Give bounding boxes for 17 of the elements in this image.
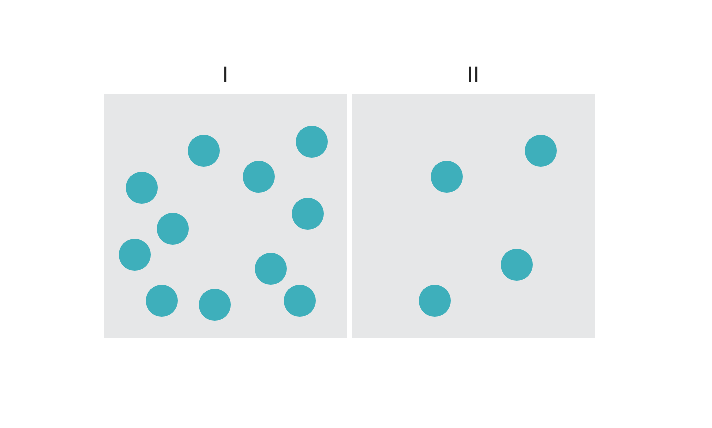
- particle-circle: [525, 135, 557, 167]
- particle-circle: [255, 253, 287, 285]
- particle-circle: [188, 135, 220, 167]
- particle-circle: [243, 161, 275, 193]
- panel-heading: II: [466, 62, 481, 88]
- particle-circle: [431, 161, 463, 193]
- particle-circle: [296, 126, 328, 158]
- particle-circle: [199, 289, 231, 321]
- particle-circle: [419, 285, 451, 317]
- particle-circle: [119, 239, 151, 271]
- particle-circle: [501, 249, 533, 281]
- particle-circle: [292, 198, 324, 230]
- particle-circle: [146, 285, 178, 317]
- particle-circle: [126, 172, 158, 204]
- particle-circle: [157, 213, 189, 245]
- panel-heading: I: [221, 62, 230, 88]
- particle-circle: [284, 285, 316, 317]
